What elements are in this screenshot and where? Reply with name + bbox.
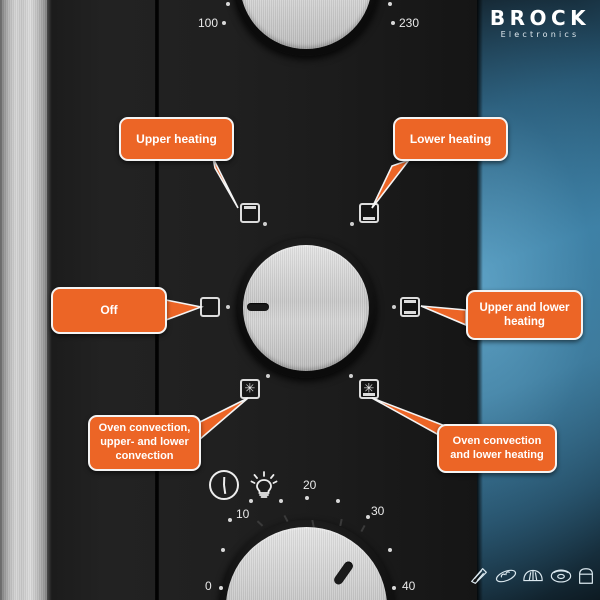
upper-element-bar xyxy=(244,206,256,209)
timer-scale-dot xyxy=(305,496,309,500)
timer-scale-dot xyxy=(388,548,392,552)
timer-scale-dot xyxy=(228,518,232,522)
lower-element-bar xyxy=(404,311,416,314)
function-knob-pointer xyxy=(247,303,269,311)
position-pip xyxy=(263,222,267,226)
callout-lower-heating[interactable]: Lower heating xyxy=(393,117,508,161)
brand-logo: BROCK Electronics xyxy=(484,8,596,41)
callout-upper-heating-label: Upper heating xyxy=(136,131,217,146)
timer-scale-dot xyxy=(336,499,340,503)
callout-off[interactable]: Off xyxy=(51,287,167,334)
timer-scale-dot xyxy=(392,586,396,590)
timer-label-40: 40 xyxy=(402,579,416,593)
timer-scale-dot xyxy=(221,548,225,552)
position-pip xyxy=(392,305,396,309)
light-bulb-icon xyxy=(248,469,280,501)
oven-convection-upper-lower-icon[interactable]: ✳ xyxy=(240,379,260,399)
oven-upper-element-icon[interactable] xyxy=(240,203,260,223)
temperature-knob[interactable] xyxy=(233,0,379,56)
temperature-label-230: 230 xyxy=(399,16,420,30)
lower-element-bar xyxy=(363,393,375,396)
brand-name: BROCK xyxy=(489,6,591,30)
temperature-label-100: 100 xyxy=(198,16,219,30)
position-pip xyxy=(266,374,270,378)
callout-upper-heating[interactable]: Upper heating xyxy=(119,117,234,161)
oven-convection-lower-icon[interactable]: ✳ xyxy=(359,379,379,399)
toast-bread-icon xyxy=(576,565,596,587)
timer-label-0: 0 xyxy=(205,579,212,593)
callout-oven-convection-lower-heating-label: Oven convection and lower heating xyxy=(450,434,544,461)
callout-lower-heating-label: Lower heating xyxy=(409,131,492,146)
position-pip xyxy=(349,374,353,378)
baguette-icon xyxy=(494,565,518,587)
lower-element-bar xyxy=(363,217,375,220)
timer-label-10: 10 xyxy=(236,507,250,521)
clock-minute-hand xyxy=(223,484,227,495)
fan-glyph: ✳ xyxy=(244,381,256,397)
timer-scale-dot xyxy=(249,499,253,503)
position-pip xyxy=(226,305,230,309)
timer-scale-dot xyxy=(219,586,223,590)
brushed-metal-side-strip xyxy=(0,0,52,600)
clock-icon xyxy=(209,470,239,500)
temperature-scale-dot xyxy=(226,2,230,6)
callout-oven-convection-upper-lower[interactable]: Oven convection, upper- and lower convec… xyxy=(88,415,201,471)
oven-off-icon[interactable] xyxy=(200,297,220,317)
brand-tagline: Electronics xyxy=(500,30,580,39)
oven-upper-lower-element-icon[interactable] xyxy=(400,297,420,317)
timer-scale-dot xyxy=(279,499,283,503)
temperature-scale-dot xyxy=(391,21,395,25)
cake-slice-icon xyxy=(468,565,490,587)
callout-upper-and-lower-heating-label: Upper and lower heating xyxy=(479,301,570,328)
croissant-icon xyxy=(521,565,545,587)
timer-label-20: 20 xyxy=(303,478,317,492)
oven-lower-element-icon[interactable] xyxy=(359,203,379,223)
callout-off-label: Off xyxy=(100,303,118,317)
callout-upper-and-lower-heating[interactable]: Upper and lower heating xyxy=(466,290,583,340)
bagel-icon xyxy=(549,565,573,587)
position-pip xyxy=(350,222,354,226)
timer-scale-dot xyxy=(366,515,370,519)
callout-oven-convection-upper-lower-label: Oven convection, upper- and lower convec… xyxy=(98,422,191,462)
callout-oven-convection-lower-heating[interactable]: Oven convection and lower heating xyxy=(437,424,557,473)
upper-element-bar xyxy=(404,300,416,303)
timer-label-30: 30 xyxy=(371,504,385,518)
temperature-scale-dot xyxy=(222,21,226,25)
food-icon-strip xyxy=(468,560,596,592)
temperature-scale-dot xyxy=(388,2,392,6)
fan-glyph: ✳ xyxy=(363,381,375,397)
